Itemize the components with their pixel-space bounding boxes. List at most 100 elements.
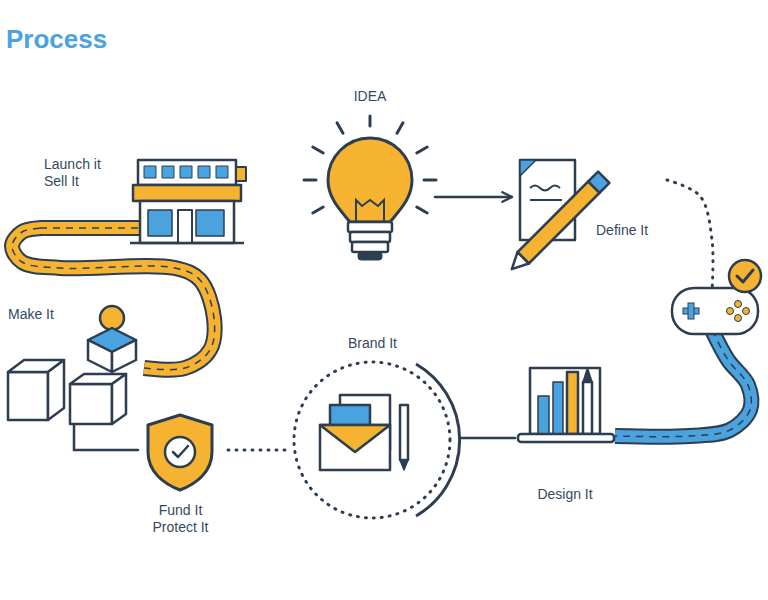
road-center [12, 228, 215, 370]
stage-node: Make It [4, 300, 144, 425]
boxes-icon-part [88, 328, 136, 352]
laptop-icon [518, 368, 614, 442]
brand-icon-part [400, 405, 408, 460]
store-icon-part [148, 210, 172, 236]
store-icon-part [180, 166, 192, 178]
controller-icon-part [735, 315, 742, 322]
connector [12, 228, 215, 370]
controller-icon-part [743, 308, 750, 315]
laptop-icon-part [518, 434, 614, 442]
store-icon [40, 160, 246, 243]
controller-icon-part [735, 301, 742, 308]
connector [435, 197, 512, 198]
store-icon-part [196, 210, 224, 236]
shield-icon-part [148, 415, 212, 490]
document-icon-part [520, 160, 575, 240]
stage-label: Define It [596, 222, 664, 239]
document-icon-part-part [506, 252, 529, 275]
boxes-icon-part [70, 374, 126, 384]
document-icon-part [506, 172, 609, 275]
bulb-icon-part [358, 252, 382, 260]
link-line [435, 196, 512, 199]
store-icon-part [216, 166, 228, 178]
shield-icon [148, 415, 212, 490]
road-band [615, 330, 751, 437]
dotted-link [667, 180, 713, 292]
store-icon-part [140, 201, 234, 243]
controller-icon-part [729, 260, 761, 292]
controller-icon-part [683, 308, 699, 314]
road-edge [12, 228, 215, 370]
controller-icon-part [737, 270, 753, 282]
bulb-icon-part [348, 222, 392, 232]
document-icon [506, 160, 609, 275]
brand-icon-part [320, 425, 390, 452]
laptop-icon-part [583, 368, 592, 382]
laptop-icon-part [553, 382, 563, 434]
brand-icon-part [400, 460, 408, 470]
stage-node: Launch it Sell It [42, 150, 242, 250]
bulb-icon-part [369, 116, 372, 126]
bulb-icon-part [350, 232, 390, 242]
stage-node: Brand It [285, 335, 460, 525]
store-icon-part [40, 220, 142, 236]
bulb-icon-part [417, 207, 427, 213]
bulb-icon-part [417, 147, 427, 153]
laptop-icon-part [538, 396, 549, 434]
link-line [74, 425, 138, 450]
title: Process [6, 24, 107, 54]
laptop-icon-part [583, 382, 592, 434]
store-icon-part [130, 242, 244, 245]
boxes-icon [8, 306, 136, 424]
stage-label: Brand It [287, 335, 458, 352]
brand-icon-part [340, 395, 390, 450]
boxes-icon-part [8, 360, 64, 372]
store-icon-part [133, 185, 241, 201]
brand-icon-part [416, 364, 460, 516]
controller-icon-part [727, 308, 734, 315]
controller-icon-part [688, 303, 694, 319]
connector [460, 438, 515, 439]
bulb-icon-part [337, 123, 343, 133]
brand-icon [294, 362, 460, 518]
store-icon-part [178, 210, 192, 243]
bulb-icon-part [397, 123, 403, 133]
store-icon-part [198, 166, 210, 178]
stage-label: Launch it Sell It [44, 156, 116, 190]
store-icon-part [40, 222, 142, 234]
document-icon-part [530, 199, 562, 201]
road-center [615, 330, 751, 437]
brand-icon-part [330, 405, 370, 435]
stage-label: Make It [8, 306, 78, 323]
store-icon-part [162, 166, 174, 178]
boxes-icon-part [48, 360, 64, 420]
stage-label: Design It [517, 486, 613, 503]
stage-node: Fund It Protect It [138, 412, 223, 544]
dotted-link [223, 449, 285, 452]
stage-label: IDEA [307, 88, 433, 105]
store-icon-part [144, 166, 156, 178]
stage-label: Fund It Protect It [144, 502, 217, 536]
bulb-icon-part [328, 138, 412, 222]
shield-icon-part [173, 446, 188, 457]
document-icon-part [530, 186, 560, 191]
boxes-icon-part [88, 340, 112, 372]
connector [615, 180, 751, 437]
store-icon-part [236, 167, 246, 181]
road-band [12, 228, 215, 370]
brand-icon-part [294, 362, 450, 518]
brand-icon-part [320, 425, 390, 470]
laptop-icon-part [530, 368, 600, 434]
controller-icon [672, 260, 761, 334]
bulb-icon-part [424, 179, 436, 182]
bulb-icon-part [352, 242, 388, 252]
bulb-icon-part [304, 179, 316, 182]
boxes-icon-part [112, 374, 126, 424]
boxes-icon-part [107, 330, 117, 338]
bulb-icon-part [313, 147, 323, 153]
link-line [460, 437, 515, 440]
boxes-icon-part [70, 384, 112, 424]
document-icon-part [520, 160, 536, 176]
boxes-icon-part [8, 372, 48, 420]
